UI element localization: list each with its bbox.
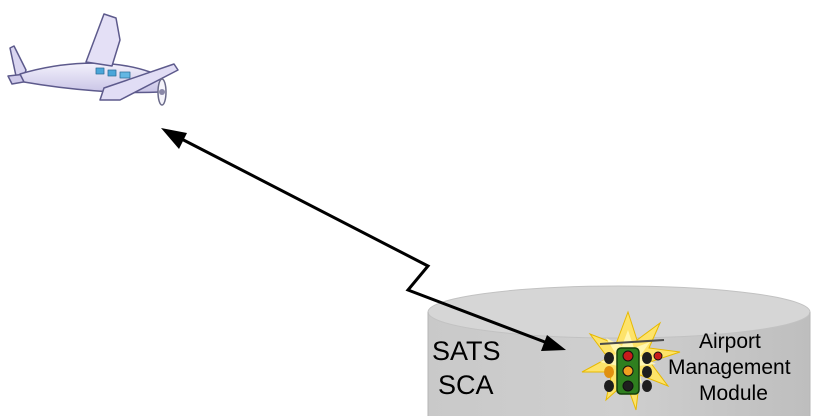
module-label-line-1: Airport bbox=[699, 330, 761, 353]
sca-label-line-2: SCA bbox=[438, 370, 494, 400]
datalink-arrow-icon bbox=[161, 128, 566, 351]
module-label-line-2: Management bbox=[668, 356, 791, 379]
aircraft-icon bbox=[7, 13, 179, 106]
module-label-line-3: Module bbox=[699, 382, 768, 405]
traffic-light-icon bbox=[599, 339, 665, 395]
sca-label-line-1: SATS bbox=[432, 336, 501, 366]
